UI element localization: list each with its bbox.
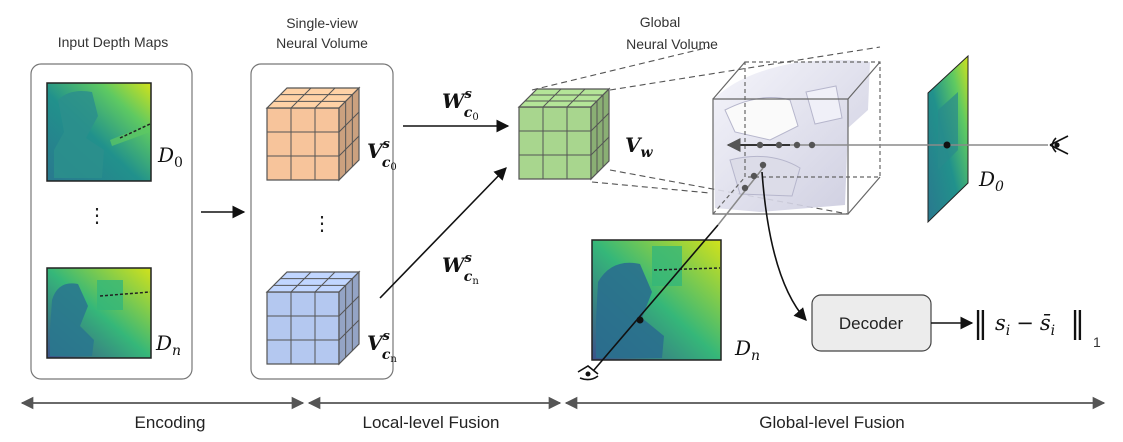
input-panel xyxy=(30,63,193,380)
global-title-2: Neural Volume xyxy=(626,36,718,52)
weight-arrow-cn xyxy=(379,167,507,299)
svg-text:‖: ‖ xyxy=(1070,306,1085,341)
depth-map-dn-bottom xyxy=(591,239,722,361)
depth-map-dn xyxy=(46,267,152,359)
ellipsis-volumes: ⋮ xyxy=(312,213,332,235)
orange-voxel-cube xyxy=(265,86,361,182)
single-view-title-2: Neural Volume xyxy=(276,35,368,51)
stage-global-fusion: Global-level Fusion xyxy=(759,413,905,432)
ray-bottom-hit xyxy=(636,316,644,324)
global-volume-cube xyxy=(712,60,881,215)
decoder-label: Decoder xyxy=(839,314,904,333)
depth-plane-d0 xyxy=(927,54,969,224)
label-dn-left: Dn xyxy=(155,331,181,359)
stage-encoding: Encoding xyxy=(135,413,206,432)
svg-text:si−s̄i: si−s̄i xyxy=(995,311,1055,339)
single-view-title-1: Single-view xyxy=(286,15,358,31)
label-d0-right: D0 xyxy=(978,167,1004,195)
label-d0-left: D0 xyxy=(157,143,183,171)
ray-bottom xyxy=(593,224,719,371)
sample-points-right xyxy=(756,141,816,149)
svg-text:D0: D0 xyxy=(978,167,1004,195)
depth-map-d0 xyxy=(46,82,152,182)
global-title-1: Global xyxy=(640,14,680,30)
blue-voxel-cube xyxy=(265,270,361,366)
svg-text:1: 1 xyxy=(1093,334,1101,350)
label-dn-bottom: Dn xyxy=(734,336,760,364)
svg-text:Dn: Dn xyxy=(155,331,181,359)
loss-expression: ‖ si−s̄i ‖ 1 xyxy=(973,306,1101,350)
stage-local-fusion: Local-level Fusion xyxy=(362,413,499,432)
ray-right-hit xyxy=(943,141,951,149)
svg-text:D0: D0 xyxy=(157,143,183,171)
eye-icon-right xyxy=(1049,135,1069,155)
sample-points-bottom xyxy=(741,161,767,192)
green-voxel-cube xyxy=(517,87,611,181)
svg-text:‖: ‖ xyxy=(973,306,988,341)
input-depth-maps-title: Input Depth Maps xyxy=(58,34,169,50)
eye-icon-bottom xyxy=(577,365,599,381)
single-view-panel xyxy=(250,63,394,380)
svg-text:Dn: Dn xyxy=(734,336,760,364)
label-vw: Vw xyxy=(625,133,654,161)
svg-text:Vw: Vw xyxy=(625,133,654,161)
ellipsis-inputs: ⋮ xyxy=(87,205,107,227)
decoder-input-arrow xyxy=(761,171,807,321)
